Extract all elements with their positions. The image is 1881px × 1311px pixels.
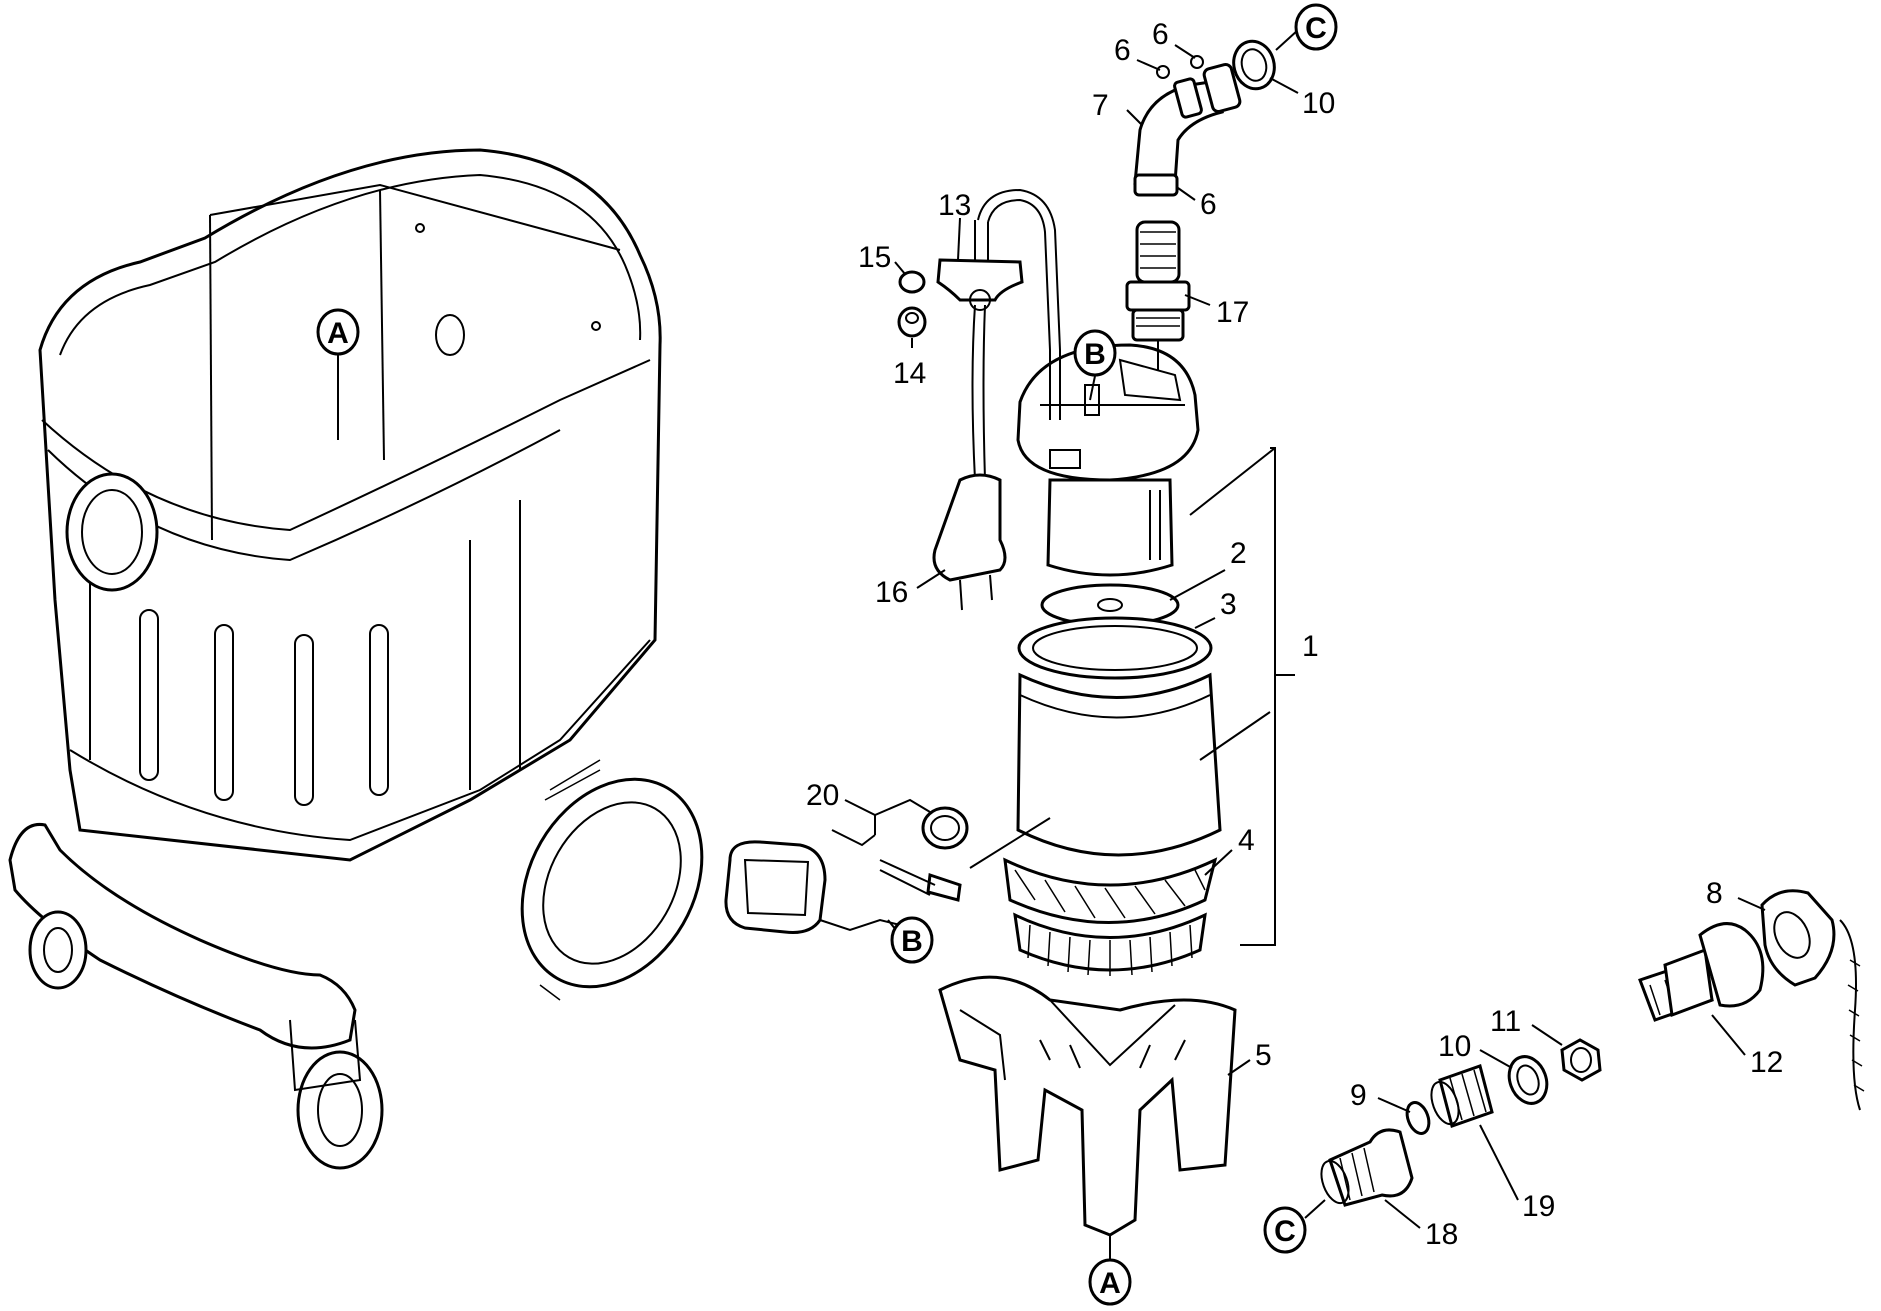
label-part-6c: 6 (1200, 188, 1217, 221)
label-part-7: 7 (1092, 89, 1109, 122)
ref-c-top: C (1294, 3, 1338, 51)
label-part-2: 2 (1230, 537, 1247, 570)
label-part-18: 18 (1425, 1218, 1458, 1251)
label-part-16: 16 (875, 576, 908, 609)
svg-text:B: B (1084, 338, 1106, 371)
label-part-14: 14 (893, 357, 926, 390)
svg-text:C: C (1305, 12, 1327, 45)
power-cable (897, 188, 1061, 611)
label-part-13: 13 (938, 189, 971, 222)
label-part-17: 17 (1216, 296, 1249, 329)
label-part-19: 19 (1522, 1190, 1555, 1223)
label-part-10-top: 10 (1302, 87, 1335, 120)
svg-text:C: C (1274, 1215, 1296, 1248)
label-part-15: 15 (858, 241, 891, 274)
label-part-6b: 6 (1152, 18, 1169, 51)
svg-text:A: A (327, 317, 349, 350)
label-part-10-lower: 10 (1438, 1030, 1471, 1063)
label-part-12: 12 (1750, 1046, 1783, 1079)
label-part-6a: 6 (1114, 34, 1131, 67)
ref-a-pump: A (1088, 1258, 1132, 1306)
label-part-5: 5 (1255, 1039, 1272, 1072)
label-part-8: 8 (1706, 877, 1723, 910)
label-part-20: 20 (806, 779, 839, 812)
container-tub (8, 148, 704, 1170)
label-part-3: 3 (1220, 588, 1237, 621)
part-labels: 1 2 3 4 5 6 6 6 7 8 9 10 10 11 12 13 14 … (806, 18, 1783, 1251)
svg-text:B: B (901, 925, 923, 958)
float-switch (724, 806, 969, 934)
ref-c-bottom: C (1263, 1206, 1307, 1254)
label-part-4: 4 (1238, 824, 1255, 857)
label-part-9: 9 (1350, 1079, 1367, 1112)
outlet-pipe (1125, 39, 1276, 370)
label-part-11: 11 (1490, 1005, 1521, 1038)
pump-assembly (938, 343, 1237, 1237)
leader-lines (831, 29, 1766, 1270)
svg-text:A: A (1099, 1267, 1121, 1300)
label-part-1: 1 (1302, 630, 1319, 663)
reference-markers: A A B B C C (316, 3, 1338, 1306)
ref-b-float: B (890, 916, 934, 964)
ref-a-container: A (316, 308, 360, 356)
ref-b-head: B (1073, 329, 1117, 377)
hose-coupling-set (1320, 889, 1865, 1207)
